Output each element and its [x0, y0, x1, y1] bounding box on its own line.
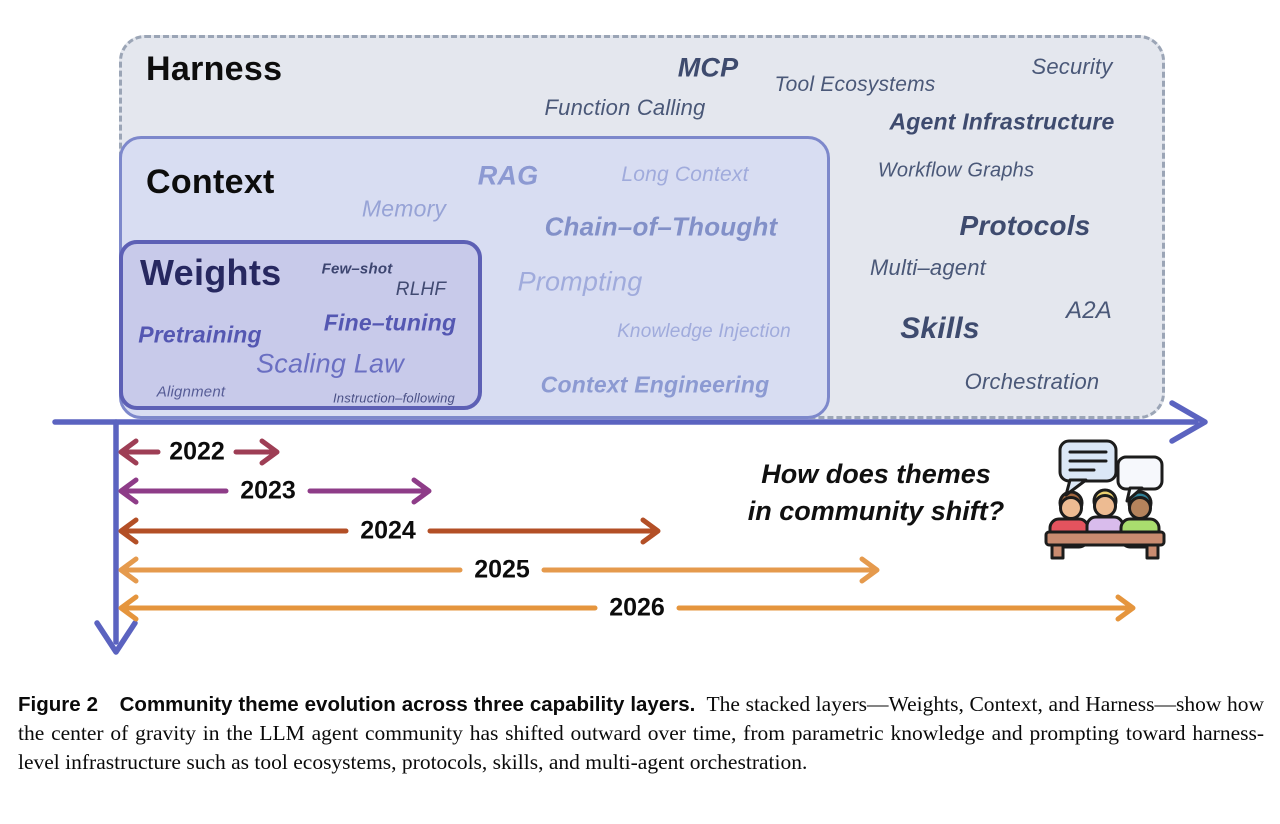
left-arrowhead-icon — [118, 477, 139, 505]
left-arrowhead-icon — [118, 517, 139, 545]
middle-person-head — [1093, 494, 1117, 518]
term-long-context: Long Context — [621, 163, 749, 186]
discussion-people-icon — [1030, 437, 1180, 563]
table-leg — [1145, 543, 1160, 560]
term-prompting: Prompting — [517, 266, 643, 297]
year-label-2022: 2022 — [169, 437, 225, 466]
term-scaling-law: Scaling Law — [256, 348, 404, 379]
left-person-head — [1059, 496, 1083, 520]
term-pretraining: Pretraining — [138, 321, 262, 348]
left-arrowhead-icon — [118, 556, 139, 584]
speech-bubble-right — [1116, 455, 1164, 491]
term-rag: RAG — [477, 160, 539, 191]
question-line-2: in community shift? — [747, 496, 1005, 526]
speech-bubble-left-tail — [1064, 478, 1088, 497]
year-label-2026: 2026 — [609, 593, 665, 622]
question-text: How does themes in community shift? — [740, 456, 1012, 530]
term-rlhf: RLHF — [395, 279, 447, 300]
harness-title: Harness — [146, 50, 283, 88]
term-fine-tuning: Fine–tuning — [323, 309, 457, 336]
term-agent-infrastructure: Agent Infrastructure — [889, 108, 1115, 135]
caption-figure-label: Figure 2 — [18, 693, 98, 716]
figure-caption: Figure 2 Community theme evolution acros… — [18, 690, 1264, 777]
question-line-1: How does themes — [761, 459, 991, 489]
table-leg — [1050, 543, 1065, 560]
term-multi-agent: Multi–agent — [870, 255, 986, 280]
term-protocols: Protocols — [959, 210, 1091, 241]
weights-layer-box: Weights Few–shot RLHF Pretraining Fine–t… — [119, 240, 482, 410]
term-skills: Skills — [900, 312, 980, 345]
vertical-axis-arrow — [94, 419, 138, 655]
term-few-shot: Few–shot — [321, 260, 393, 278]
left-arrowhead-icon — [118, 438, 139, 466]
speech-bubble-right-tail — [1125, 486, 1144, 503]
context-title: Context — [146, 163, 275, 201]
right-arrowhead-icon — [640, 517, 661, 545]
term-orchestration: Orchestration — [964, 369, 1100, 394]
right-arrowhead-icon — [411, 477, 432, 505]
right-arrowhead-icon — [1115, 594, 1136, 622]
weights-title: Weights — [140, 252, 282, 293]
term-memory: Memory — [361, 195, 447, 222]
year-label-2023: 2023 — [240, 476, 296, 505]
right-arrowhead-icon — [859, 556, 880, 584]
caption-bold-title: Community theme evolution across three c… — [119, 693, 696, 716]
year-label-2024: 2024 — [360, 516, 416, 545]
axis-down-arrowhead-icon — [94, 620, 138, 655]
figure-diagram: Harness MCP Function Calling Tool Ecosys… — [52, 35, 1208, 655]
right-arrowhead-icon — [259, 438, 280, 466]
year-label-2025: 2025 — [474, 555, 530, 584]
term-alignment: Alignment — [156, 383, 226, 401]
term-workflow-graphs: Workflow Graphs — [877, 159, 1035, 182]
term-knowledge-injection: Knowledge Injection — [617, 321, 791, 342]
caption-body-text: The stacked layers—Weights, Context, and… — [18, 692, 1264, 774]
term-a2a: A2A — [1066, 297, 1112, 324]
term-context-engineering: Context Engineering — [540, 371, 770, 398]
term-security: Security — [1031, 54, 1113, 79]
term-function-calling: Function Calling — [544, 95, 706, 120]
term-tool-ecosystems: Tool Ecosystems — [774, 73, 936, 96]
left-arrowhead-icon — [118, 594, 139, 622]
term-chain-of-thought: Chain–of–Thought — [544, 211, 778, 242]
right-person-head — [1128, 496, 1152, 520]
term-mcp: MCP — [677, 52, 739, 83]
axis-right-arrowhead-icon — [1169, 400, 1208, 444]
term-instruction-following: Instruction–following — [333, 390, 455, 406]
table-top — [1044, 530, 1166, 547]
